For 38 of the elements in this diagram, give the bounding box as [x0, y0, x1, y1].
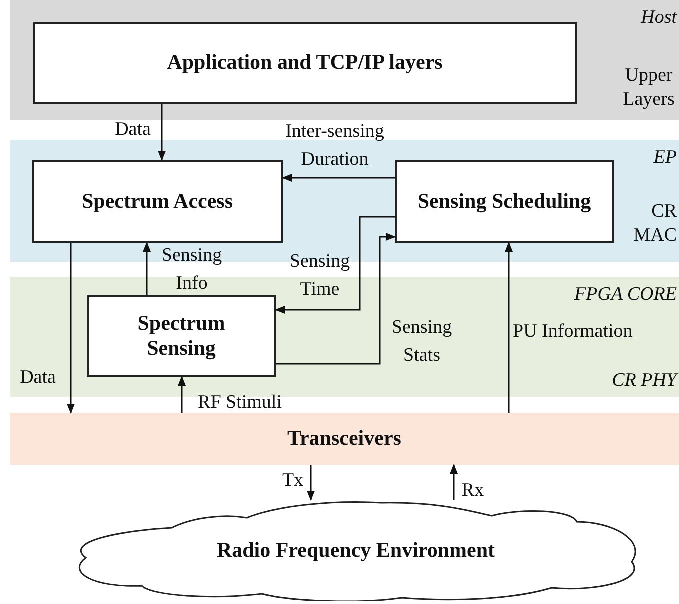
edge-label: Rx — [460, 479, 486, 503]
transceiver-band — [10, 413, 679, 465]
edge-label: Tx — [281, 469, 305, 493]
arrow — [282, 174, 395, 182]
cloud-title: Radio Frequency Environment — [216, 538, 496, 564]
edge-label: Inter-sensing Duration — [284, 120, 386, 172]
process-box — [395, 160, 614, 243]
layer-label: EP — [654, 146, 677, 170]
arrow — [143, 242, 151, 295]
box-title: Application and TCP/IP layers — [167, 50, 443, 76]
layer-label: Host — [641, 6, 677, 30]
arrow — [275, 216, 395, 314]
edge-label: Sensing Time — [288, 250, 352, 302]
arrow — [307, 465, 315, 501]
edge-label: PU Information — [513, 320, 634, 344]
layer-band — [10, 0, 679, 120]
process-box — [87, 295, 276, 377]
layer-label: Upper Layers — [622, 64, 676, 112]
process-box — [32, 160, 283, 243]
arrow — [178, 376, 186, 413]
edge-label: Data — [19, 366, 57, 390]
arrow — [276, 233, 396, 365]
arrow — [67, 243, 75, 414]
arrow — [158, 104, 166, 161]
box-title: Spectrum Sensing — [136, 310, 226, 362]
process-box — [33, 22, 577, 104]
layer-label: CR MAC — [632, 200, 677, 248]
edge-label: Sensing Stats — [390, 316, 454, 368]
box-title: Sensing Scheduling — [418, 188, 592, 214]
edge-label: Sensing Info — [160, 244, 224, 296]
layer-label: FPGA CORE — [574, 283, 677, 307]
box-title: Spectrum Access — [82, 188, 234, 214]
edge-label: Data — [114, 118, 152, 142]
arrow — [505, 242, 513, 413]
layer-label: CR PHY — [612, 369, 677, 393]
band-title: Transceivers — [288, 426, 402, 452]
arrow — [450, 464, 458, 500]
edge-label: RF Stimuli — [197, 391, 283, 415]
